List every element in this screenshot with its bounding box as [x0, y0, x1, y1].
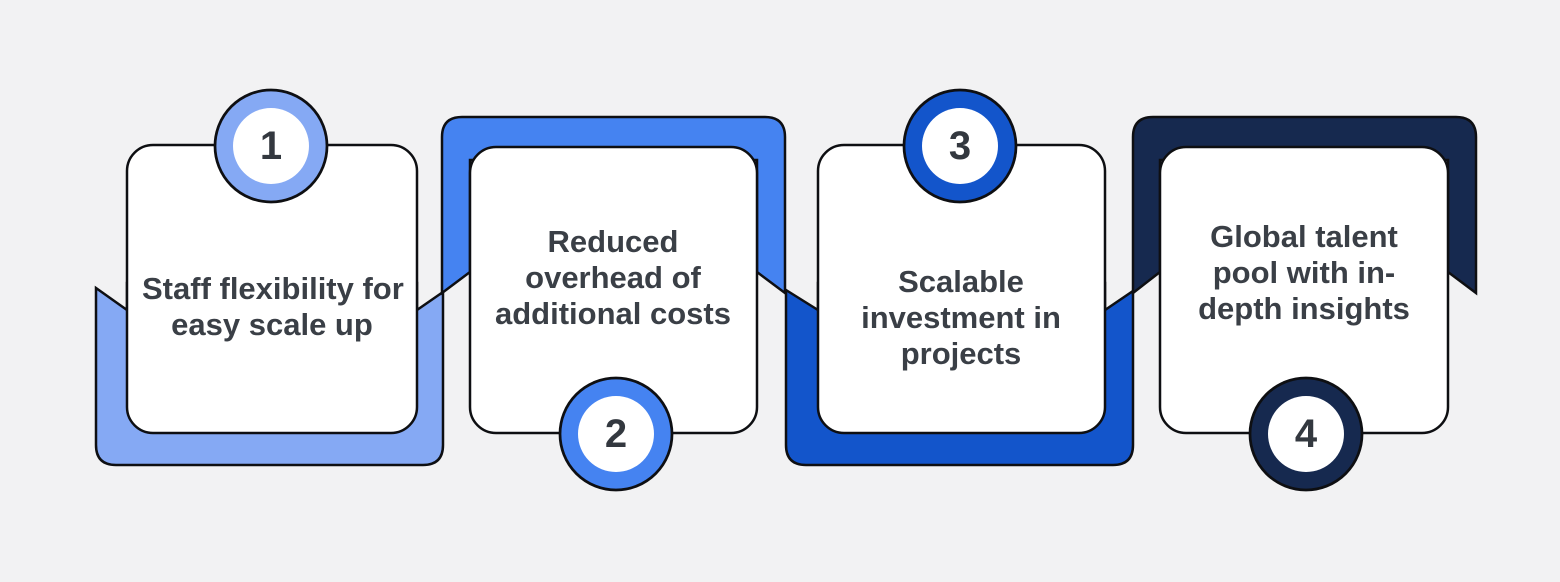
card-1-text-line: Staff flexibility for — [142, 271, 404, 306]
card-1-number: 1 — [259, 123, 283, 168]
card-2-badge-center — [578, 396, 654, 472]
card-3-number: 3 — [948, 123, 972, 168]
card-3-text-line: projects — [900, 336, 1022, 371]
card-1-text: Staff flexibility for easy scale up — [142, 271, 404, 343]
card-2-text-line: Reduced — [547, 224, 679, 259]
card-2-text-line: overhead of — [525, 260, 701, 295]
card-3-text-line: Scalable — [898, 264, 1024, 299]
card-1-badge-center — [233, 108, 309, 184]
card-1-text-line: easy scale up — [171, 307, 373, 342]
card-4-badge-center — [1268, 396, 1344, 472]
card-3-text: Scalable investment in projects — [831, 264, 1091, 372]
card-2-text-line: additional costs — [495, 296, 731, 331]
card-3-text-line: investment in — [861, 300, 1061, 335]
card-4-text: Global talent pool with in- depth insigh… — [1174, 219, 1434, 327]
card-3-badge-center — [922, 108, 998, 184]
card-4-text-line: Global talent — [1210, 219, 1398, 254]
card-4-number: 4 — [1294, 411, 1318, 456]
card-2-text: Reduced overhead of additional costs — [483, 224, 743, 332]
card-4-text-line: depth insights — [1198, 291, 1410, 326]
card-2-number: 2 — [604, 411, 628, 456]
card-4-text-line: pool with in- — [1212, 255, 1396, 290]
